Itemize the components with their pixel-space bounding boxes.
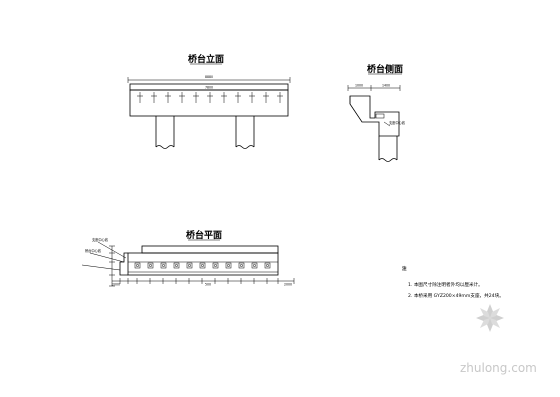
elevation-bearing-marks (137, 92, 283, 103)
plan-callout-2: 桥台中心线 (85, 248, 102, 253)
plan-view: 桥台平面 支座中心线 桥台中心线 (81, 229, 295, 287)
plan-left-step (119, 252, 128, 276)
note-2: 2. 本桥采用 GYZ200×49mm支座，共24块。 (408, 292, 504, 299)
plan-dim-end-left: 2000 (112, 283, 120, 287)
notes-heading: 注 (402, 265, 407, 272)
elevation-pier-right (235, 116, 255, 149)
watermark: zhulong.com (460, 304, 537, 375)
side-dim-left: 1000 (355, 84, 363, 88)
elevation-overall-dimension: 8880 (205, 75, 213, 79)
side-callout-label: 支座中心线 (389, 120, 406, 125)
plan-main-slab (127, 252, 279, 276)
watermark-text: zhulong.com (460, 361, 537, 375)
side-bearing-pad (375, 113, 385, 119)
notes-block: 注 1. 本图尺寸除注明者外均以厘米计。 2. 本桥采用 GYZ200×49mm… (402, 265, 504, 299)
plan-back-wall (141, 245, 279, 254)
side-title: 桥台侧面 (367, 63, 403, 75)
side-cap-outline (349, 95, 400, 137)
elevation-pier-left (155, 116, 175, 149)
plan-dim-mid: 500 (205, 283, 211, 287)
side-callout-leader (383, 121, 391, 127)
elevation-view: 桥台立面 8880 7800 (127, 53, 291, 149)
plan-title: 桥台平面 (186, 229, 222, 241)
plan-callout-1: 支座中心线 (92, 237, 109, 242)
note-1: 1. 本图尺寸除注明者外均以厘米计。 (408, 281, 483, 288)
elevation-cap-body (129, 89, 289, 117)
side-view: 桥台侧面 1000 1400 支座中心线 (347, 63, 406, 162)
plan-callout-leader-3 (81, 264, 121, 271)
elevation-sub-dimension: 7800 (205, 86, 213, 90)
plan-callout-leader-2 (89, 252, 125, 263)
plan-bearings (134, 262, 271, 269)
plan-dim-end-right: 2000 (284, 283, 292, 287)
plan-bottom-dim-ticks (119, 278, 295, 284)
side-pier (378, 136, 398, 162)
elevation-title: 桥台立面 (188, 53, 224, 65)
watermark-logo-icon (476, 304, 504, 332)
side-dim-right: 1400 (382, 84, 390, 88)
